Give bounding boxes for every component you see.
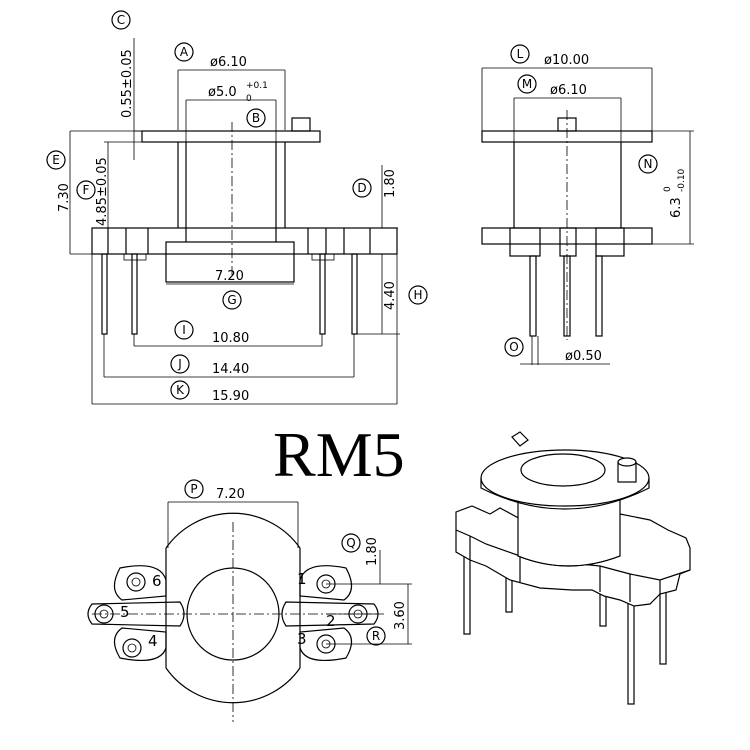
isometric-view <box>455 431 691 705</box>
label-c: C <box>117 13 125 27</box>
dim-g-value: 7.20 <box>215 269 244 284</box>
pin-number-6: 6 <box>152 572 162 590</box>
label-j: J <box>177 357 182 371</box>
top-peg <box>291 117 311 132</box>
label-f: F <box>83 183 90 197</box>
top-flange <box>141 130 321 143</box>
dim-n-sub: -0.10 <box>677 168 687 192</box>
label-b: B <box>252 111 260 125</box>
dim-m-value: ø6.10 <box>550 83 587 98</box>
label-n: N <box>644 157 653 171</box>
label-h: H <box>413 288 422 302</box>
label-a: A <box>180 45 189 59</box>
pin-number-3: 3 <box>297 630 307 648</box>
dim-h-value: 4.40 <box>383 281 398 310</box>
label-m: M <box>522 77 532 91</box>
label-p: P <box>190 482 197 496</box>
dim-k-value: 15.90 <box>212 389 249 404</box>
side-pin-3 <box>595 255 603 337</box>
dim-l-value: ø10.00 <box>544 53 589 68</box>
pin-front-4 <box>351 253 358 335</box>
pin-front-2 <box>131 253 138 335</box>
part-title: RM5 <box>273 419 405 490</box>
side-view: ø10.00 L ø6.10 M N 6.3 0 -0.10 ø0.50 O <box>481 44 694 365</box>
dim-c-value: 0.55±0.05 <box>120 49 135 118</box>
base-block <box>91 227 398 255</box>
side-pin-1 <box>529 255 537 337</box>
dim-o-value: ø0.50 <box>565 349 602 364</box>
dim-f-value: 4.85±0.05 <box>95 157 110 226</box>
side-pin-2 <box>563 255 571 337</box>
dim-j-value: 14.40 <box>212 362 249 377</box>
dim-n-sup: 0 <box>663 186 673 192</box>
label-d: D <box>357 181 366 195</box>
pin-front-3 <box>319 253 326 335</box>
label-l: L <box>517 47 524 61</box>
pin-number-4: 4 <box>148 632 158 650</box>
dim-q-value: 1.80 <box>365 537 380 566</box>
pin-number-2: 2 <box>326 612 336 630</box>
label-o: O <box>509 340 518 354</box>
front-view: ø6.10 A ø5.0 0 +0.1 B C 0.55±0.05 E 7.30… <box>46 10 428 405</box>
label-r: R <box>372 629 380 643</box>
dim-p-value: 7.20 <box>216 487 245 502</box>
pin-number-5: 5 <box>120 603 130 621</box>
dim-b-sub: 0 <box>246 94 252 104</box>
dim-e-value: 7.30 <box>57 183 72 212</box>
label-i: I <box>182 323 186 337</box>
label-k: K <box>176 383 185 397</box>
dim-a-value: ø6.10 <box>210 55 247 70</box>
dim-d-value: 1.80 <box>383 169 398 198</box>
bottom-view: 6 5 4 1 2 3 7.20 P Q 1.80 R 3.60 <box>87 479 412 722</box>
dim-n-value: 6.3 <box>669 197 684 218</box>
label-e: E <box>52 153 60 167</box>
label-q: Q <box>346 536 355 550</box>
dim-i-value: 10.80 <box>212 331 249 346</box>
pin-front-1 <box>101 253 108 335</box>
dim-b-sup: +0.1 <box>246 81 268 91</box>
label-g: G <box>227 293 236 307</box>
dim-b-value: ø5.0 <box>208 85 237 100</box>
dim-r-value: 3.60 <box>393 601 408 630</box>
core-seat <box>165 241 295 283</box>
pin-number-1: 1 <box>297 570 307 588</box>
